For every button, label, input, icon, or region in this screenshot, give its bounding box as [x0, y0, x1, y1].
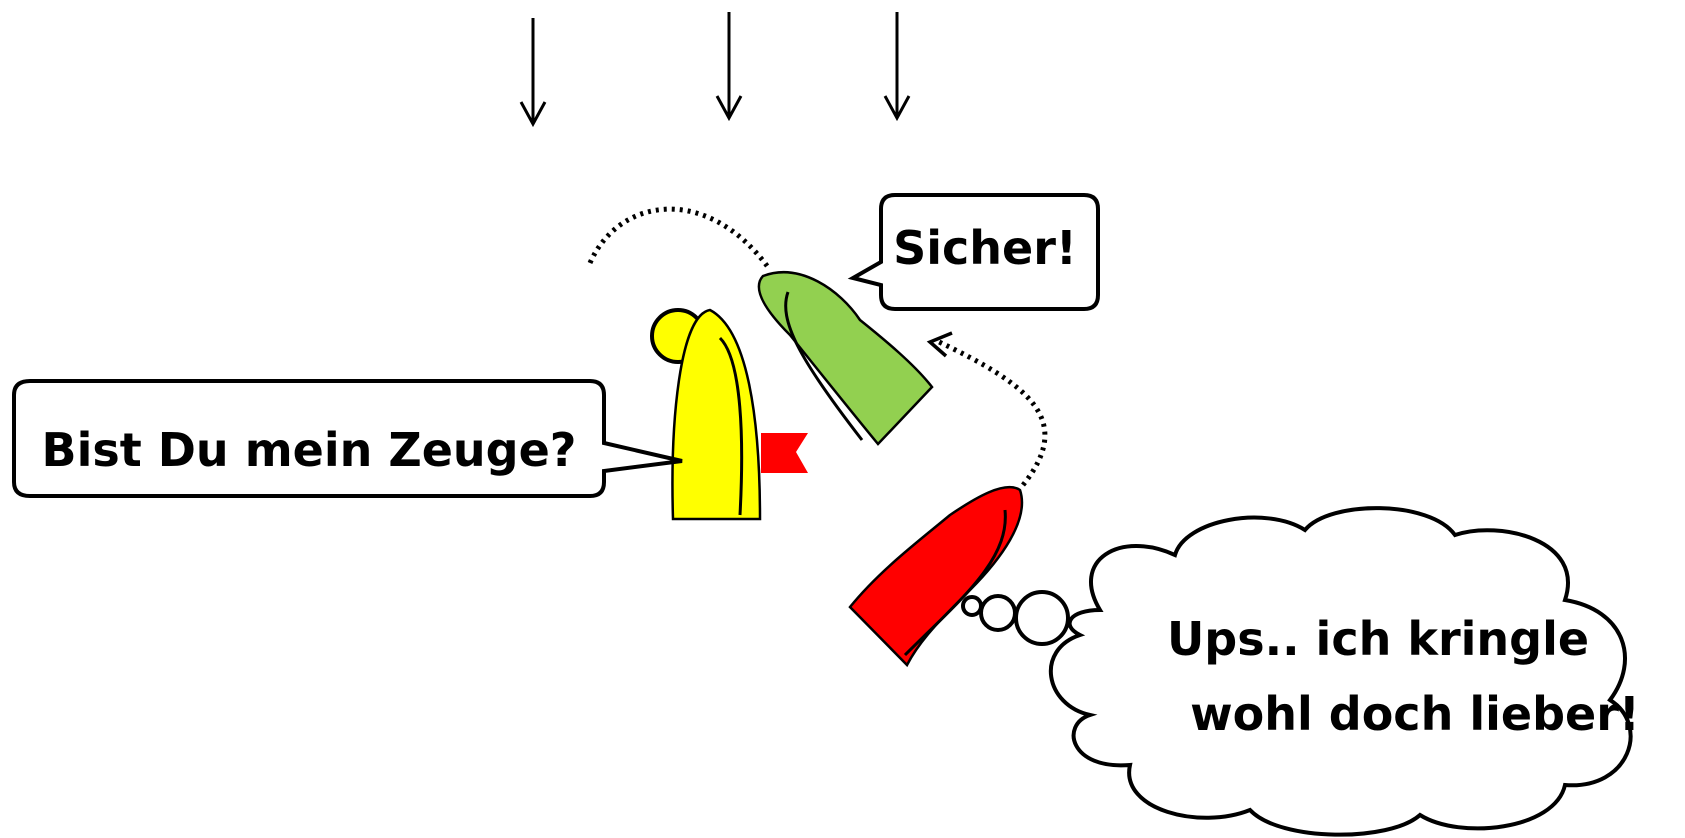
green-boat-sail-icon [784, 291, 864, 441]
yellow-boat-sail-icon [718, 336, 744, 516]
green-speech-text: Sicher! [893, 221, 1077, 275]
wind-arrow-icon [883, 12, 911, 122]
protest-flag-icon [761, 433, 808, 473]
wind-arrows [519, 12, 911, 128]
green-boat-track [587, 206, 773, 272]
yellow-speech-bubble: Bist Du mein Zeuge? [12, 379, 683, 498]
yellow-boat [650, 308, 808, 521]
green-speech-bubble: Sicher! [847, 193, 1100, 311]
red-track-arrowhead-icon [926, 331, 953, 358]
red-boat-track [933, 337, 1048, 487]
green-speech-bubble-shape [847, 193, 1100, 311]
wind-arrow-icon [715, 12, 743, 122]
red-boat-hull [848, 485, 1024, 668]
red-boat-sail-icon [903, 509, 1007, 657]
red-thought-bubble: Ups.. ich kringle wohl doch lieber! [961, 506, 1640, 837]
yellow-speech-bubble-shape [12, 379, 683, 498]
green-boat-hull [757, 271, 934, 446]
red-thought-text-line1: Ups.. ich kringle [1167, 612, 1589, 666]
wind-arrow-icon [519, 18, 547, 128]
green-boat [757, 271, 934, 446]
thought-dot-large-icon [1014, 590, 1070, 646]
yellow-speech-text: Bist Du mein Zeuge? [42, 423, 577, 477]
thought-dot-small-icon [961, 595, 983, 617]
red-boat [848, 485, 1024, 668]
yellow-boat-hull [671, 308, 762, 521]
thought-dot-medium-icon [979, 594, 1017, 632]
thought-cloud-shape [1048, 506, 1633, 837]
red-thought-text-line2: wohl doch lieber! [1190, 687, 1640, 741]
